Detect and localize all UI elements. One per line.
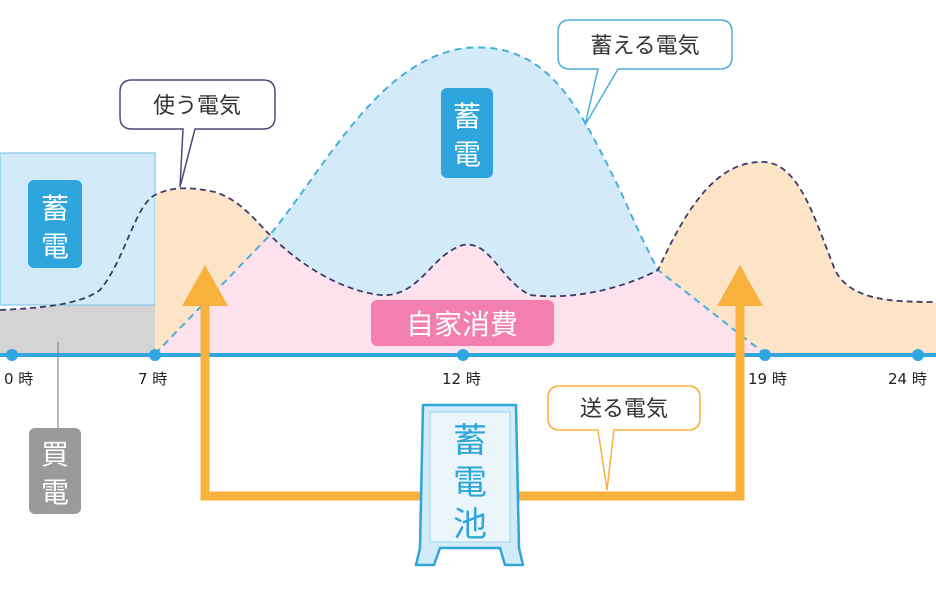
buy-power-area	[0, 195, 155, 354]
consumption-curve	[0, 161, 936, 311]
tick-label-7: 7 時	[138, 370, 167, 388]
buy-char-1: 買	[41, 438, 69, 471]
use-callout-bubble	[119, 79, 276, 188]
tick-label-24: 24 時	[888, 370, 927, 388]
use-callout-text: 使う電気	[153, 94, 241, 119]
tick-label-0: 0 時	[4, 370, 33, 388]
tick-19h	[759, 349, 771, 361]
stored-energy-curve	[154, 46, 766, 355]
battery-char-1: 蓄	[453, 421, 487, 461]
tick-7h	[149, 349, 161, 361]
buy-power-badge	[29, 428, 81, 514]
store-callout-bubble	[557, 19, 733, 126]
left-storage-badge	[28, 180, 82, 268]
self-consumption-label: 自家消費	[406, 308, 518, 341]
tick-label-19: 19 時	[748, 370, 787, 388]
tick-12h	[457, 349, 469, 361]
tick-24h	[912, 349, 924, 361]
send-callout-bubble	[547, 385, 701, 491]
buy-char-2: 電	[41, 476, 69, 509]
store-callout-text: 蓄える電気	[590, 34, 699, 59]
tick-0h	[6, 349, 18, 361]
self-consumption-badge	[371, 300, 554, 346]
center-storage-badge	[441, 88, 493, 178]
send-callout-text: 送る電気	[580, 397, 668, 422]
tick-label-12: 12 時	[442, 370, 481, 388]
usage-area-morning	[155, 188, 270, 354]
battery-char-3: 池	[453, 505, 487, 545]
left-storage-char-2: 電	[41, 230, 69, 263]
center-storage-char-2: 電	[453, 138, 481, 171]
flow-arrow-head-left	[182, 265, 228, 306]
left-storage-char-1: 蓄	[41, 192, 69, 225]
battery-inner	[429, 411, 511, 543]
self-consumption-area	[155, 235, 765, 354]
flow-arrow-head-right	[717, 265, 763, 306]
battery-char-2: 電	[453, 463, 487, 503]
center-storage-char-1: 蓄	[453, 100, 481, 133]
